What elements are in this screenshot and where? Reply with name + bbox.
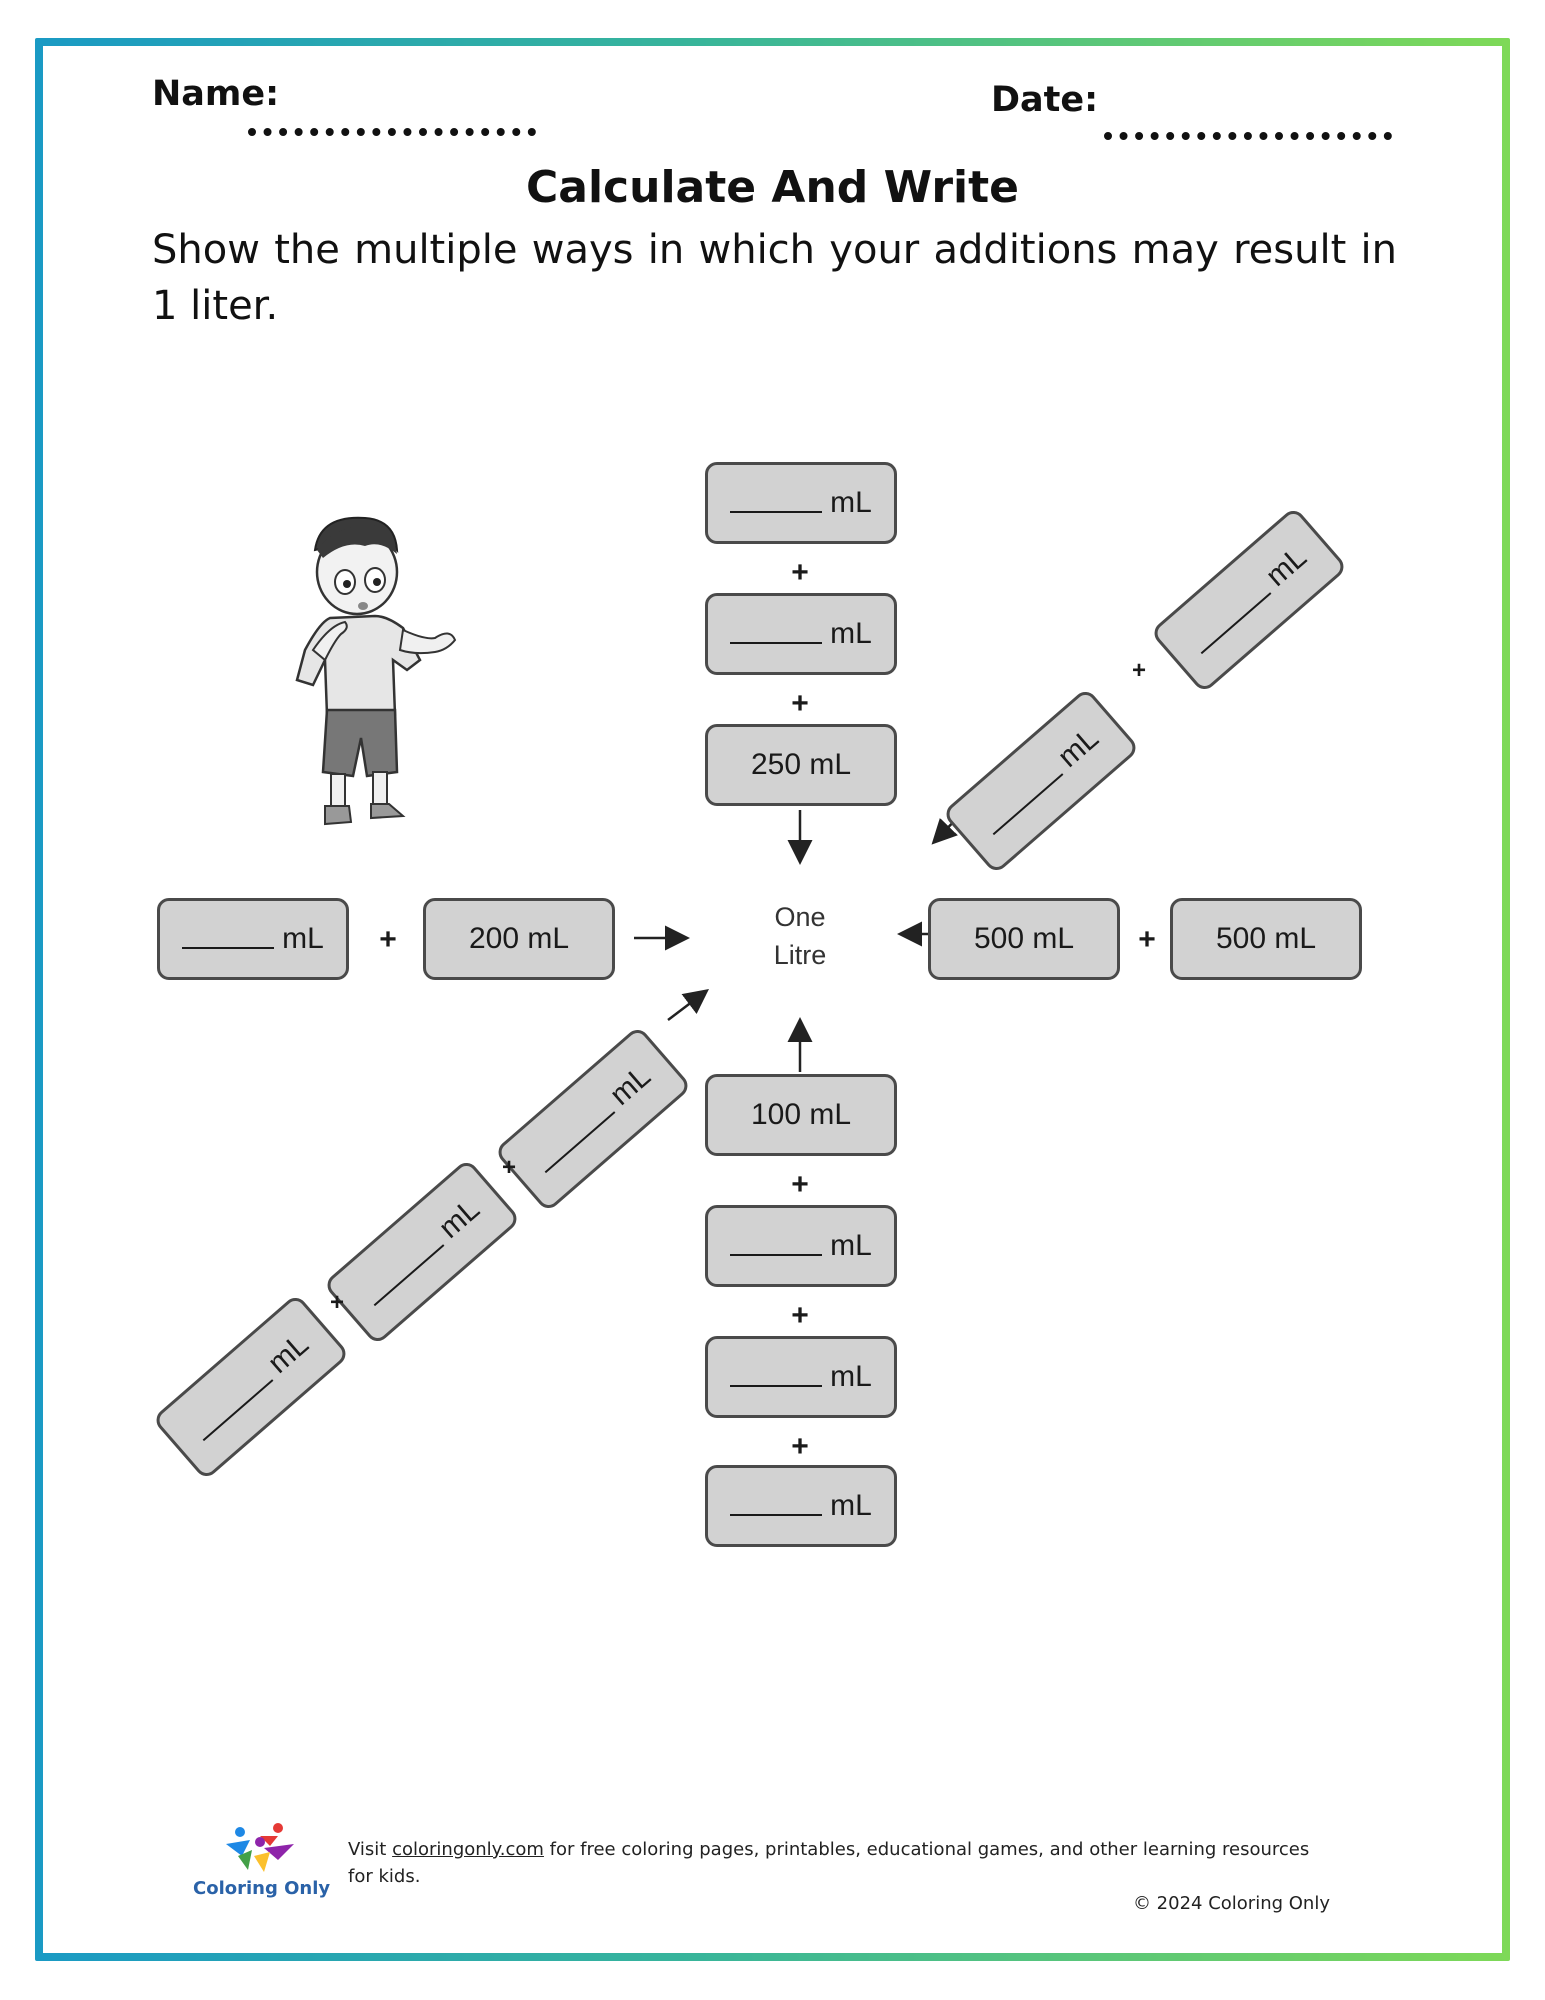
plus-sign: + [785, 558, 815, 588]
plus-sign: + [373, 925, 403, 955]
box-right-500a: 500 mL [928, 898, 1120, 980]
arrow-diag-up-right [668, 992, 705, 1020]
one-litre-label: One Litre [740, 898, 860, 974]
box-right-500b: 500 mL [1170, 898, 1362, 980]
box-left-1[interactable]: mL [157, 898, 349, 980]
box-bottom-100: 100 mL [705, 1074, 897, 1156]
box-top-2[interactable]: mL [705, 593, 897, 675]
plus-sign: + [785, 1301, 815, 1331]
coloring-only-logo-icon [220, 1822, 302, 1874]
box-top-1[interactable]: mL [705, 462, 897, 544]
center-line-one: One [740, 898, 860, 936]
plus-sign: + [494, 1153, 524, 1183]
box-bottom-2[interactable]: mL [705, 1205, 897, 1287]
footer-copyright: © 2024 Coloring Only [1133, 1893, 1330, 1914]
plus-sign: + [322, 1288, 352, 1318]
footer-text: Visit coloringonly.com for free coloring… [348, 1836, 1330, 1917]
plus-sign: + [785, 1170, 815, 1200]
plus-sign: + [785, 1432, 815, 1462]
logo-text: Coloring Only [193, 1878, 330, 1899]
box-bottom-3[interactable]: mL [705, 1336, 897, 1418]
plus-sign: + [1124, 656, 1154, 686]
box-top-250: 250 mL [705, 724, 897, 806]
box-left-200: 200 mL [423, 898, 615, 980]
footer-link[interactable]: coloringonly.com [392, 1839, 544, 1860]
plus-sign: + [785, 689, 815, 719]
box-bottom-4[interactable]: mL [705, 1465, 897, 1547]
center-line-litre: Litre [740, 936, 860, 974]
footer-visit: Visit [348, 1839, 386, 1860]
footer-line-1: Visit coloringonly.com for free coloring… [348, 1836, 1330, 1890]
plus-sign: + [1132, 925, 1162, 955]
